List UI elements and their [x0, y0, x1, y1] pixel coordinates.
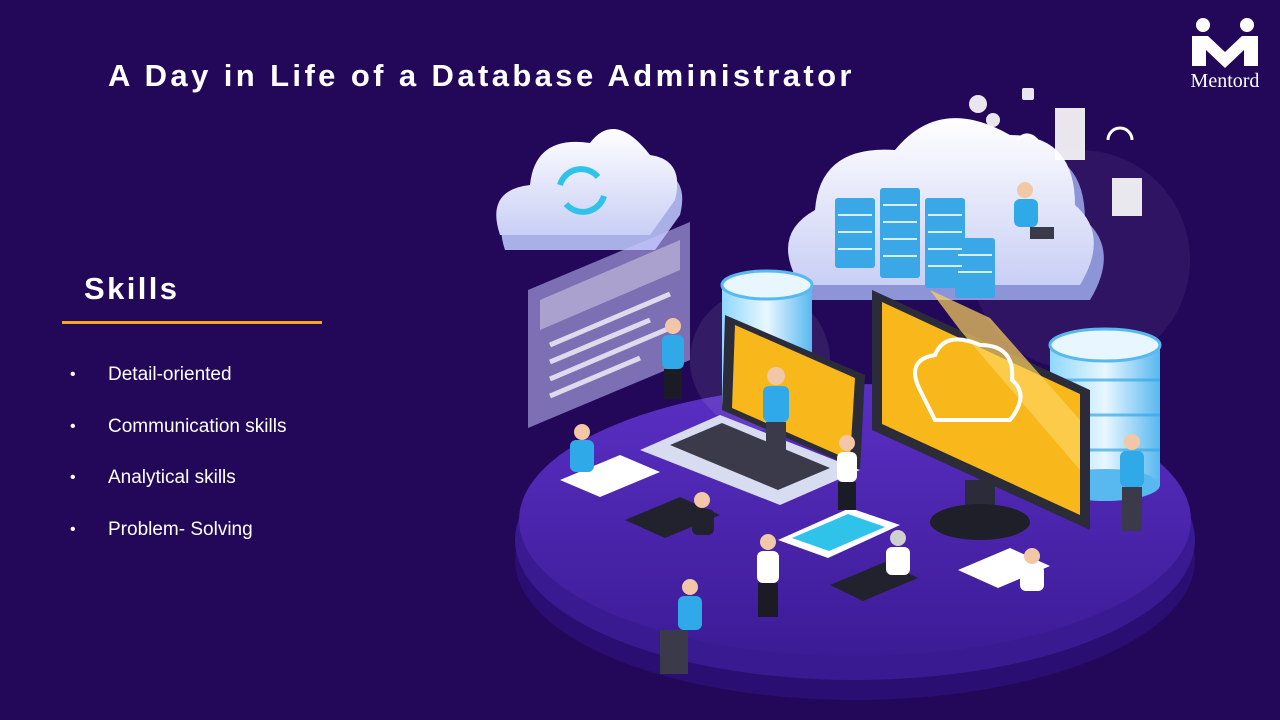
- person-icon: [886, 530, 910, 575]
- mentord-logo-icon: [1192, 18, 1258, 68]
- image-icon: [1112, 178, 1142, 216]
- person-icon: [763, 367, 789, 462]
- laptop-icon: [640, 315, 865, 505]
- sync-icon: [1106, 126, 1134, 141]
- phone-icon: [778, 508, 900, 558]
- person-icon: [692, 492, 714, 535]
- gear-icon: [969, 95, 987, 113]
- person-icon: [662, 318, 684, 399]
- person-icon: [837, 435, 857, 510]
- database-admin-illustration-icon: [496, 88, 1195, 700]
- skill-label: Analytical skills: [108, 467, 236, 488]
- wifi-icon: [1015, 133, 1039, 142]
- bullet-icon: •: [70, 417, 76, 435]
- brand-name: Mentord: [1190, 70, 1260, 92]
- skill-label: Communication skills: [108, 415, 287, 437]
- bullet-icon: •: [70, 366, 76, 383]
- skills-heading: Skills: [84, 271, 180, 306]
- person-icon: [1120, 434, 1144, 531]
- desk-icon: [625, 497, 720, 538]
- skills-underline: [62, 321, 322, 324]
- person-icon: [1014, 182, 1054, 239]
- skills-list: • Detail-oriented • Communication skills…: [70, 360, 286, 566]
- monitor-icon: [872, 290, 1090, 540]
- person-icon: [660, 579, 702, 674]
- cloud-sync-icon: [496, 129, 683, 250]
- bullet-icon: •: [70, 520, 76, 538]
- gear-icon: [986, 113, 1000, 127]
- code-panel-icon: [528, 222, 690, 428]
- person-icon: [1020, 548, 1044, 591]
- lock-icon: [1022, 88, 1034, 100]
- desk-icon: [560, 455, 660, 497]
- skill-item: • Analytical skills: [70, 463, 286, 515]
- bullet-icon: •: [70, 469, 76, 486]
- skill-label: Problem- Solving: [108, 518, 253, 540]
- skill-item: • Communication skills: [70, 412, 286, 464]
- person-icon: [570, 424, 594, 472]
- cloud-server-icon: [788, 118, 1104, 300]
- skill-label: Detail-oriented: [108, 364, 232, 385]
- document-icon: [1055, 108, 1085, 160]
- skill-item: • Problem- Solving: [70, 515, 286, 567]
- slide-title: A Day in Life of a Database Administrato…: [108, 58, 855, 93]
- skill-item: • Detail-oriented: [70, 360, 286, 412]
- person-icon: [757, 534, 779, 617]
